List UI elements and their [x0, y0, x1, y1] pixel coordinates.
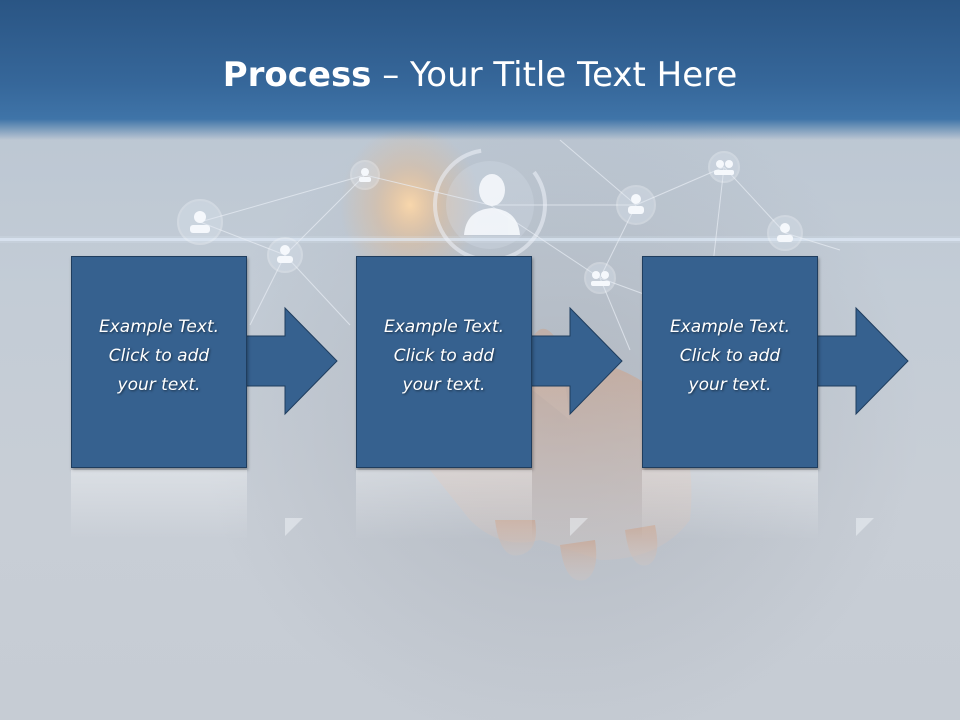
step-reflection-2 — [356, 470, 532, 540]
step-arrow-3 — [811, 306, 909, 416]
slide-title[interactable]: Process – Your Title Text Here — [0, 52, 960, 98]
process-step-2[interactable]: Example Text. Click to add your text. — [356, 256, 636, 468]
step-box-3[interactable]: Example Text. Click to add your text. — [642, 256, 818, 468]
arrow-reflection-3 — [856, 518, 874, 536]
network-node-icon — [350, 160, 380, 190]
light-glow — [340, 125, 480, 285]
network-node-icon — [616, 185, 656, 225]
network-node-icon — [584, 262, 616, 294]
step-text-1[interactable]: Example Text. Click to add your text. — [98, 317, 220, 395]
step-reflection-3 — [642, 470, 818, 540]
step-text-2[interactable]: Example Text. Click to add your text. — [383, 317, 505, 395]
step-text-3[interactable]: Example Text. Click to add your text. — [669, 317, 791, 395]
network-node-icon — [177, 199, 223, 245]
network-node-icon — [708, 151, 740, 183]
step-arrow-1 — [240, 306, 338, 416]
step-arrow-2 — [525, 306, 623, 416]
process-step-1[interactable]: Example Text. Click to add your text. — [71, 256, 351, 468]
person-icon — [464, 174, 520, 235]
title-bar — [0, 0, 960, 140]
network-node-icon — [267, 237, 303, 273]
arrow-reflection-1 — [285, 518, 303, 536]
step-reflection-1 — [71, 470, 247, 540]
title-rest: – Your Title Text Here — [371, 55, 738, 95]
step-box-1[interactable]: Example Text. Click to add your text. — [71, 256, 247, 468]
title-bold: Process — [222, 55, 372, 95]
arrow-reflection-2 — [570, 518, 588, 536]
network-node-icon — [767, 215, 803, 251]
step-box-2[interactable]: Example Text. Click to add your text. — [356, 256, 532, 468]
process-step-3[interactable]: Example Text. Click to add your text. — [642, 256, 922, 468]
